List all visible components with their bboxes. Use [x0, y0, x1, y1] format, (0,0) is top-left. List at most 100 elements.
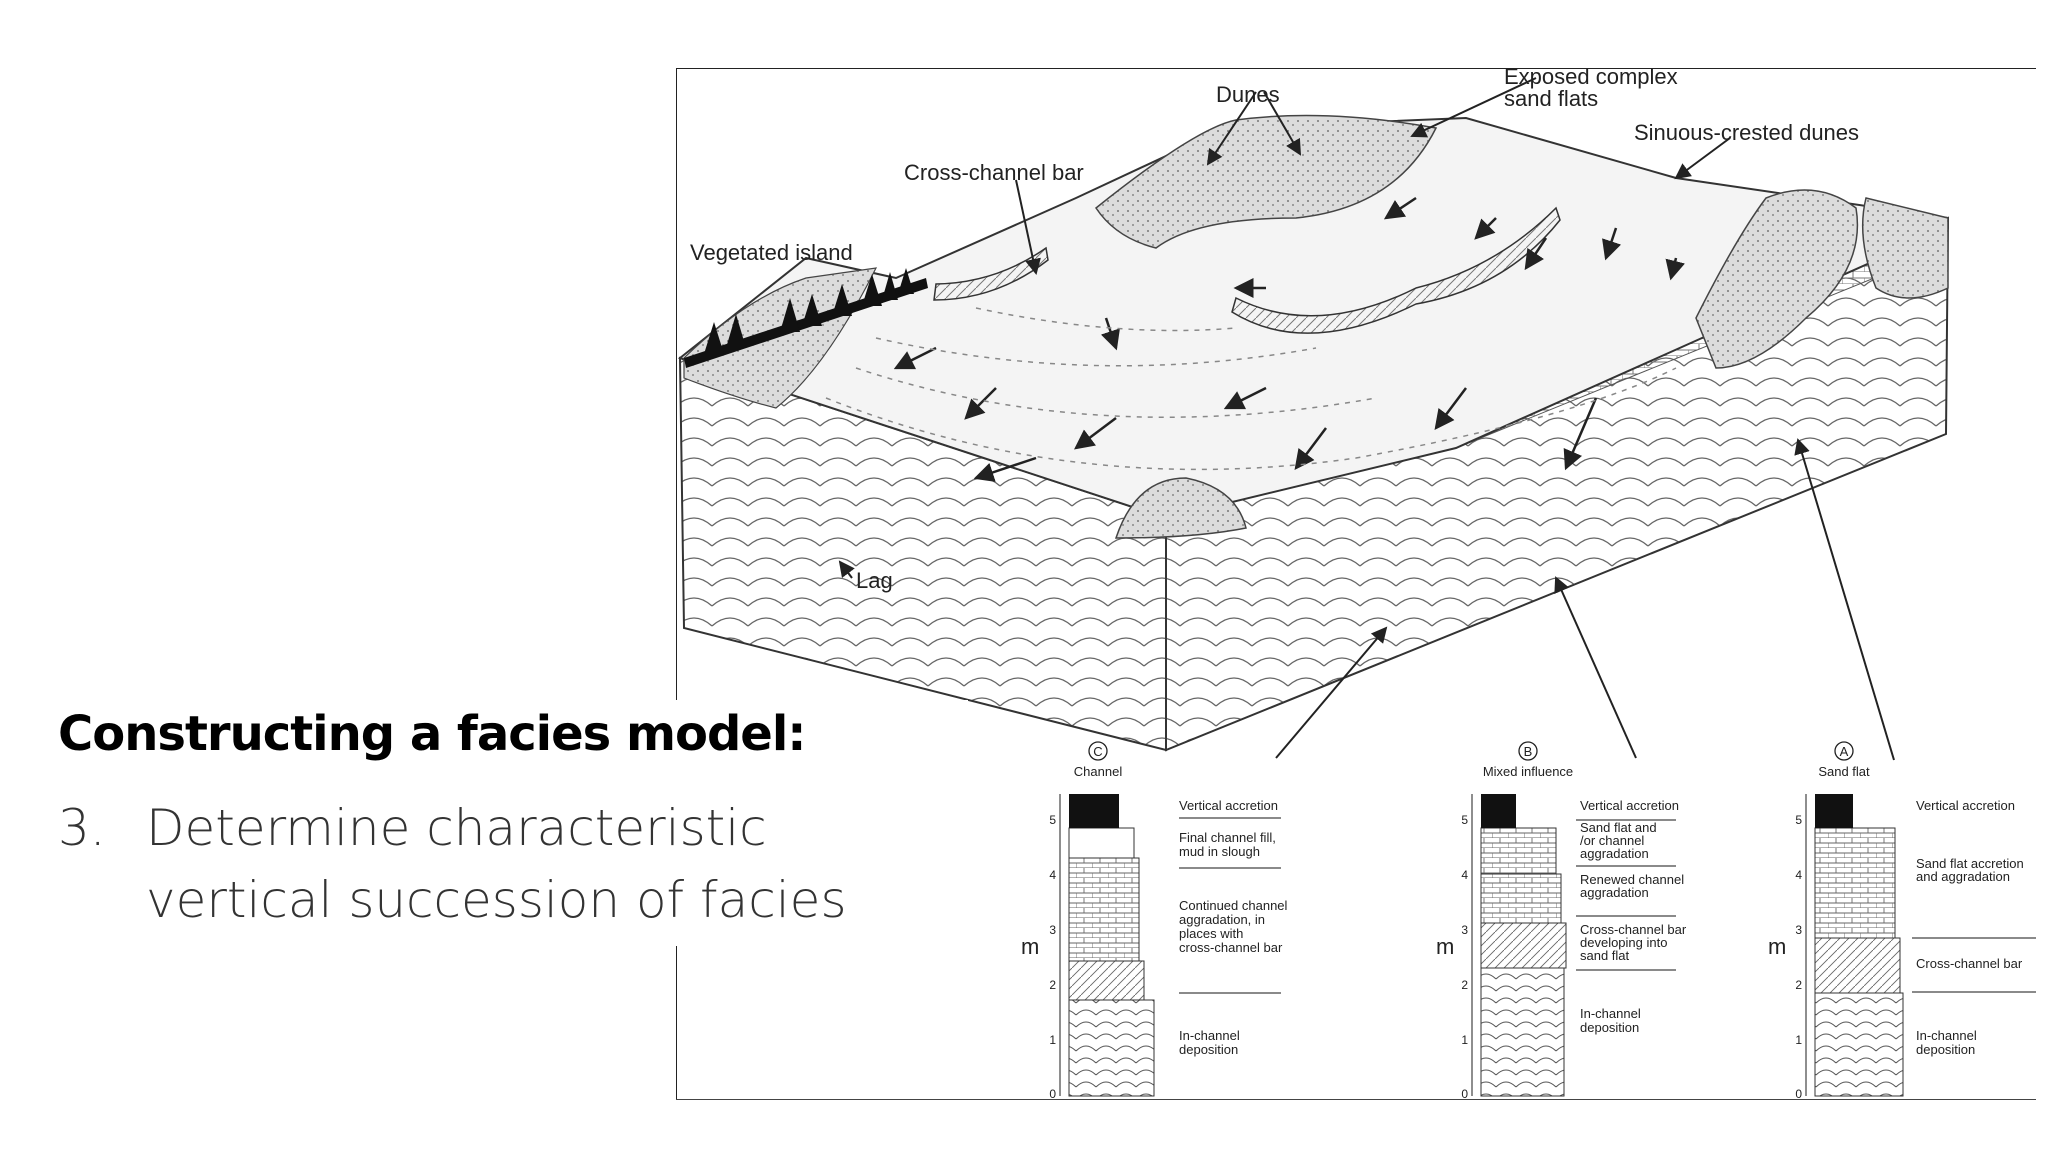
column-a-divider-lines: [1912, 937, 2036, 993]
label-dunes: Dunes: [1216, 82, 1280, 107]
svg-text:2: 2: [1795, 978, 1802, 992]
svg-text:Sand flat and: Sand flat and: [1580, 820, 1657, 835]
svg-text:and aggradation: and aggradation: [1916, 869, 2010, 884]
column-a-unit: m: [1768, 934, 1786, 959]
svg-text:Renewed channel: Renewed channel: [1580, 872, 1684, 887]
column-b-in-channel: [1480, 967, 1565, 1097]
svg-text:places with: places with: [1179, 926, 1243, 941]
list-item-text: Determine characteristic vertical succes…: [146, 799, 847, 929]
column-b-scale-ticks: 0 1 2 3 4 5: [1461, 813, 1468, 1100]
svg-text:Vertical accretion: Vertical accretion: [1916, 798, 2015, 813]
flow-arrows: [893, 196, 1685, 482]
svg-text:aggradation: aggradation: [1580, 885, 1649, 900]
svg-text:Vertical accretion: Vertical accretion: [1179, 798, 1278, 813]
svg-text:4: 4: [1049, 868, 1056, 882]
svg-text:1: 1: [1795, 1033, 1802, 1047]
column-c-scale-ticks: 0 1 2 3 4 5: [1049, 813, 1056, 1100]
label-lag: Lag: [856, 568, 893, 593]
bar-foreground: [1114, 477, 1247, 539]
column-b-sand-flat: [1480, 827, 1557, 875]
svg-text:5: 5: [1795, 813, 1802, 827]
svg-text:Continued channel: Continued channel: [1179, 898, 1288, 913]
svg-text:3: 3: [1461, 923, 1468, 937]
column-a-sand-flat-accretion: [1814, 827, 1896, 939]
cross-channel-bar-left: [933, 246, 1049, 301]
column-c-letter: C: [1093, 744, 1102, 759]
slide-heading: Constructing a facies model:: [58, 706, 807, 762]
slide-text-block: Constructing a facies model: 3. Determin…: [58, 700, 968, 946]
svg-text:0: 0: [1461, 1087, 1468, 1100]
column-b-mixed: B Mixed influence 0 1 2 3 4 5 m: [1436, 741, 1687, 1100]
column-a-scale-ticks: 0 1 2 3 4 5: [1795, 813, 1802, 1100]
svg-text:sand flat: sand flat: [1580, 948, 1630, 963]
svg-text:mud in slough: mud in slough: [1179, 844, 1260, 859]
column-c-final-fill: [1068, 827, 1135, 859]
column-c-letter-circle: [1088, 741, 1108, 761]
column-c-channel: C Channel 0 1 2 3 4 5 m: [1021, 741, 1288, 1100]
svg-text:In-channel: In-channel: [1580, 1006, 1641, 1021]
svg-text:2: 2: [1049, 978, 1056, 992]
svg-text:aggradation, in: aggradation, in: [1179, 912, 1265, 927]
svg-text:deposition: deposition: [1916, 1042, 1975, 1057]
column-b-renewed: [1480, 873, 1562, 924]
svg-text:/or channel: /or channel: [1580, 833, 1644, 848]
flow-lines: [825, 307, 1677, 471]
label-pointers: [838, 77, 1895, 761]
svg-text:Vertical accretion: Vertical accretion: [1580, 798, 1679, 813]
svg-text:3: 3: [1049, 923, 1056, 937]
column-a-letter-circle: [1834, 741, 1854, 761]
svg-text:aggradation: aggradation: [1580, 846, 1649, 861]
column-a-vertical-accretion: [1815, 794, 1853, 828]
tree-icons: [704, 268, 914, 354]
column-b-divider-lines: [1576, 819, 1676, 971]
label-sinuous-dunes: Sinuous-crested dunes: [1634, 120, 1859, 145]
column-b-notes: Vertical accretion Sand flat and /or cha…: [1580, 798, 1687, 1035]
svg-text:In-channel: In-channel: [1916, 1028, 1977, 1043]
cross-channel-bar-center: [1231, 206, 1561, 334]
column-c-divider-lines: [1179, 817, 1281, 994]
svg-text:4: 4: [1795, 868, 1802, 882]
svg-text:0: 0: [1049, 1087, 1056, 1100]
label-exposed-1: Exposed complex: [1504, 68, 1678, 89]
sand-flat-right: [1695, 189, 1859, 369]
svg-text:cross-channel bar: cross-channel bar: [1179, 940, 1283, 955]
column-a-notes: Vertical accretion Sand flat accretion a…: [1916, 798, 2024, 1057]
svg-text:Cross-channel bar: Cross-channel bar: [1916, 956, 2023, 971]
column-a-letter: A: [1840, 744, 1849, 759]
svg-text:2: 2: [1461, 978, 1468, 992]
numbered-list-item: 3. Determine characteristic vertical suc…: [58, 792, 958, 936]
svg-text:In-channel: In-channel: [1179, 1028, 1240, 1043]
svg-text:developing into: developing into: [1580, 935, 1667, 950]
column-c-title: Channel: [1074, 764, 1123, 779]
column-a-title: Sand flat: [1818, 764, 1870, 779]
column-a-bar: [1814, 937, 1901, 994]
column-b-letter: B: [1524, 744, 1533, 759]
column-a-sand-flat: A Sand flat 0 1 2 3 4 5 m: [1768, 741, 2036, 1100]
sand-flat-far-right: [1861, 197, 1949, 299]
column-b-vertical-accretion: [1481, 794, 1516, 828]
column-b-letter-circle: [1518, 741, 1538, 761]
svg-text:Final channel fill,: Final channel fill,: [1179, 830, 1276, 845]
block-diagram: [677, 114, 1950, 752]
svg-text:5: 5: [1049, 813, 1056, 827]
column-b-bar: [1480, 922, 1567, 969]
svg-text:4: 4: [1461, 868, 1468, 882]
svg-text:3: 3: [1795, 923, 1802, 937]
svg-text:deposition: deposition: [1179, 1042, 1238, 1057]
diagram-svg: Dunes Exposed complex sand flats Sinuous…: [676, 68, 2036, 1100]
column-c-vertical-accretion: [1069, 794, 1119, 828]
column-c-in-channel: [1068, 999, 1155, 1097]
column-c-notes: Vertical accretion Final channel fill, m…: [1179, 798, 1288, 1057]
column-b-unit: m: [1436, 934, 1454, 959]
vegetated-island-bank: [683, 267, 878, 409]
sand-flat-upper: [1094, 114, 1438, 249]
svg-text:Sand flat accretion: Sand flat accretion: [1916, 856, 2024, 871]
svg-text:Cross-channel bar: Cross-channel bar: [1580, 922, 1687, 937]
svg-text:deposition: deposition: [1580, 1020, 1639, 1035]
column-c-bar: [1068, 960, 1145, 1001]
column-a-in-channel: [1814, 992, 1904, 1097]
svg-text:1: 1: [1049, 1033, 1056, 1047]
svg-text:5: 5: [1461, 813, 1468, 827]
label-cross-channel-bar: Cross-channel bar: [904, 160, 1084, 185]
